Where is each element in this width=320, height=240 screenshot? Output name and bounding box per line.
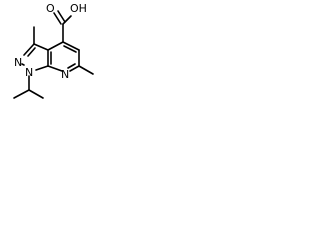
- atom-pyrazole-n2: N: [14, 56, 22, 69]
- bond-c4-c5: [62, 41, 80, 51]
- bond-c4-c4a: [47, 41, 64, 51]
- bond-n1-c7a: [35, 65, 49, 71]
- bond-c3-n2-inner: [27, 47, 36, 57]
- bond-carbonyl-double-a: [53, 12, 62, 25]
- bond-c4a-c3: [33, 43, 49, 51]
- canvas-background: [0, 0, 98, 108]
- atom-hydroxyl: OH: [70, 2, 87, 15]
- bond-pyridine-n-c7a: [47, 65, 63, 72]
- atom-pyrazole-n1: N: [25, 66, 33, 79]
- molecule-structure: O OH N N N: [0, 0, 98, 108]
- atom-carboxyl-oxygen: O: [46, 2, 55, 15]
- bond-c3-n2: [23, 43, 35, 56]
- bond-isopropyl-methyl-right: [28, 89, 44, 99]
- bond-c6-methyl: [78, 65, 94, 75]
- bond-carbonyl-double-b: [57, 10, 66, 23]
- bond-c4-c5-inner: [63, 45, 77, 53]
- bond-n2-n1: [21, 63, 25, 66]
- bond-c6-pyridine-n-inner: [67, 63, 76, 69]
- atom-pyridine-n: N: [61, 68, 69, 81]
- bond-c6-pyridine-n: [69, 65, 80, 72]
- bond-hydroxyl: [62, 15, 72, 25]
- bond-isopropyl-methyl-left: [13, 89, 30, 99]
